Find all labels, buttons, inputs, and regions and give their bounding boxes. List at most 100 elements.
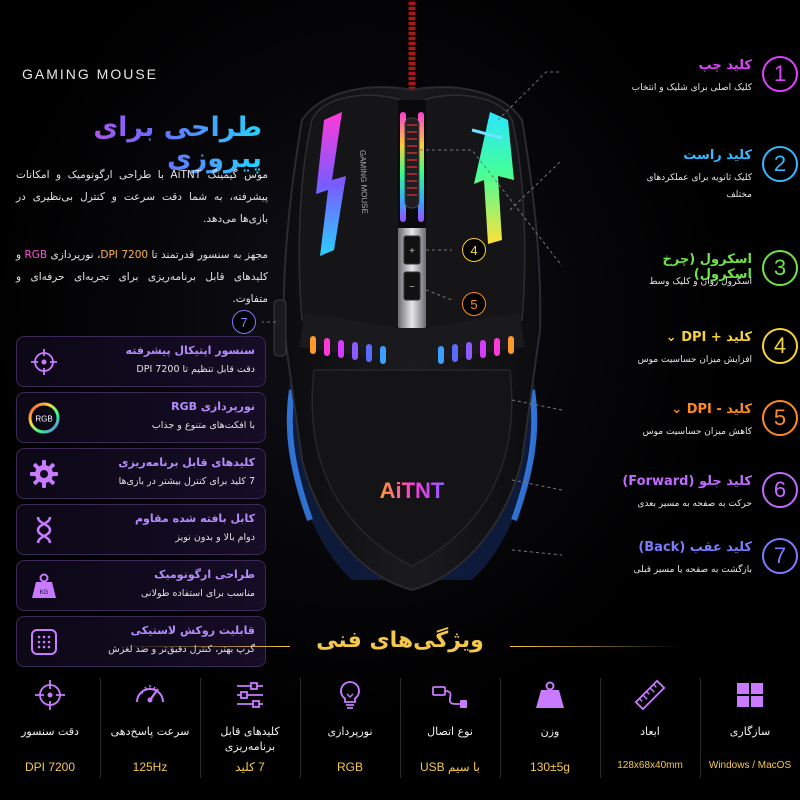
spec-separator	[300, 678, 301, 778]
specs-title: ویژگی‌های فنی	[316, 628, 484, 653]
callout-title: کلید - DPI ⌄	[671, 402, 752, 417]
feature-item: کابل بافته شده مقاوم دوام بالا و بدون نو…	[16, 504, 266, 555]
callout-dpi-minus: 5 کلید - DPI ⌄ کاهش میزان حساسیت موس	[608, 396, 798, 456]
spec-label: وزن	[540, 725, 560, 738]
spec-value: 7 کلید	[235, 760, 265, 774]
spec-label: ابعاد	[640, 725, 660, 738]
ruler-icon	[600, 678, 700, 712]
spec-lighting: نورپردازی RGB	[300, 668, 400, 786]
feature-desc: مناسب برای استفاده طولانی	[141, 588, 255, 599]
spec-separator	[400, 678, 401, 778]
crosshair-icon	[27, 345, 61, 379]
waist-rgb-leds	[310, 336, 514, 364]
spec-programmable-keys: کلیدهای قابل برنامه‌ریزی 7 کلید	[200, 668, 300, 786]
spec-separator	[600, 678, 601, 778]
specs-row: دقت سنسور 7200 DPI سرعت پاسخ‌دهی 125Hz ک…	[0, 668, 800, 790]
spec-dimensions: ابعاد 128x68x40mm	[600, 668, 700, 786]
feature-desc: با افکت‌های متنوع و جذاب	[151, 420, 255, 431]
spec-response: سرعت پاسخ‌دهی 125Hz	[100, 668, 200, 786]
callout-title: کلید + DPI ⌄	[665, 330, 752, 345]
spec-label: کلیدهای قابل برنامه‌ریزی	[220, 725, 280, 753]
speedometer-icon	[100, 678, 200, 712]
callout-number: 4	[762, 328, 798, 364]
spec-value: Windows / MacOS	[708, 760, 792, 771]
sliders-icon	[200, 678, 300, 712]
callout-title: کلید جلو (Forward)	[622, 474, 752, 489]
waist-band	[299, 313, 525, 362]
callout-title: کلید راست	[683, 148, 752, 163]
feature-item: قابلیت روکش لاستیکی گرپ بهتر، کنترل دقیق…	[16, 616, 266, 667]
callout-title: اسکرول (چرخ اسکرول)	[662, 252, 752, 282]
spec-value: 7200 DPI	[24, 760, 76, 774]
callout-desc: اسکرول روان و کلیک وسط	[649, 277, 752, 287]
left-button	[298, 94, 401, 331]
intro-paragraph-1: موس گیمینگ AiTNT با طراحی ارگونومیک و ام…	[16, 169, 269, 225]
feature-title: سنسور اپتیکال پیشرفته	[125, 344, 255, 357]
side-buttons	[273, 299, 287, 357]
feature-desc: گرپ بهتر، کنترل دقیق‌تر و ضد لغزش	[108, 644, 255, 655]
callout-number: 2	[762, 146, 798, 182]
callout-desc: بازگشت به صفحه یا مسیر قبلی	[633, 565, 753, 575]
callout-dpi-plus: 4 کلید + DPI ⌄ افزایش میزان حساسیت موس	[608, 324, 798, 384]
callout-desc: کلیک ثانویه برای عملکردهای مختلف	[646, 173, 752, 200]
grip-pad-icon	[27, 625, 61, 659]
spec-label: نورپردازی	[327, 725, 373, 738]
callout-number: 1	[762, 56, 798, 92]
scroll-wheel-tread	[407, 124, 417, 196]
gaming-mouse-illustration: GAMING MOUSE + − AiTNT	[262, 0, 562, 592]
dpi-minus-glyph: −	[409, 282, 415, 293]
callout-number: 7	[762, 538, 798, 574]
feature-item: KG طراحی ارگونومیک مناسب برای استفاده طو…	[16, 560, 266, 611]
feature-title: کلیدهای قابل برنامه‌ریزی	[118, 456, 255, 469]
spec-label: نوع اتصال	[427, 725, 473, 738]
callout-number: 6	[762, 472, 798, 508]
rgb-icon-text: RGB	[35, 415, 52, 424]
right-button-rgb-accent	[474, 112, 514, 244]
callout-forward: 6 کلید جلو (Forward) حرکت به صفحه به مسی…	[608, 468, 798, 528]
dpi-plus-glyph: +	[409, 246, 415, 257]
spec-compatibility: سازگاری Windows / MacOS	[700, 668, 800, 786]
scroll-wheel	[404, 117, 420, 209]
spec-separator	[200, 678, 201, 778]
callout-desc: افزایش میزان حساسیت موس	[637, 355, 752, 365]
brand-label: GAMING MOUSE	[22, 66, 159, 82]
crosshair-icon	[0, 678, 100, 712]
windows-icon	[700, 678, 800, 712]
gear-icon	[27, 457, 61, 491]
spec-weight: وزن 130±5g	[500, 668, 600, 786]
intro-rgb-highlight: RGB	[24, 249, 48, 261]
lightbulb-icon	[300, 678, 400, 712]
spec-sensor: دقت سنسور 7200 DPI	[0, 668, 100, 786]
feature-title: نورپردازی RGB	[171, 400, 255, 413]
callout-leader-lines	[262, 71, 562, 556]
dpi-minus-marker: 5	[462, 292, 486, 316]
callout-left-click: 1 کلید چپ کلیک اصلی برای شلیک و انتخاب	[608, 52, 798, 112]
palm-rest	[311, 369, 513, 567]
callout-desc: کلیک اصلی برای شلیک و انتخاب	[631, 83, 752, 93]
left-button-rgb-accent	[316, 112, 346, 256]
callout-title: کلید عقب (Back)	[638, 540, 752, 555]
feature-list: سنسور اپتیکال پیشرفته دقت قابل تنظیم تا …	[16, 336, 266, 672]
callout-right-click: 2 کلید راست کلیک ثانویه برای عملکردهای م…	[608, 142, 798, 202]
specs-divider-left	[120, 646, 290, 647]
spec-value: 128x68x40mm	[617, 760, 683, 771]
rgb-icon: RGB	[27, 401, 61, 435]
right-accent-line	[471, 128, 503, 140]
right-underglow-strip	[511, 389, 538, 522]
aitnt-logo: AiTNT	[380, 478, 445, 503]
callout-desc: کاهش میزان حساسیت موس	[642, 427, 752, 437]
spec-separator	[100, 678, 101, 778]
feature-desc: 7 کلید برای کنترل بیشتر در بازی‌ها	[118, 476, 255, 487]
callout-back: 7 کلید عقب (Back) بازگشت به صفحه یا مسیر…	[608, 534, 798, 594]
intro-dpi-highlight: 7200 DPI	[100, 249, 149, 261]
side-button-marker: 7	[232, 310, 256, 334]
intro-text-post: و کلیدهای قابل برنامه‌ریزی برای تجربه‌ای…	[16, 249, 268, 305]
spec-separator	[500, 678, 501, 778]
spec-label: سرعت پاسخ‌دهی	[110, 725, 190, 738]
intro-text-pre: مجهز به سنسور قدرتمند تا	[148, 249, 268, 261]
headline: طراحی برای پیروزی	[22, 112, 262, 174]
dpi-plus-button	[403, 235, 421, 265]
spec-value: RGB	[336, 760, 363, 774]
spec-connection: نوع اتصال با سیم USB	[400, 668, 500, 786]
